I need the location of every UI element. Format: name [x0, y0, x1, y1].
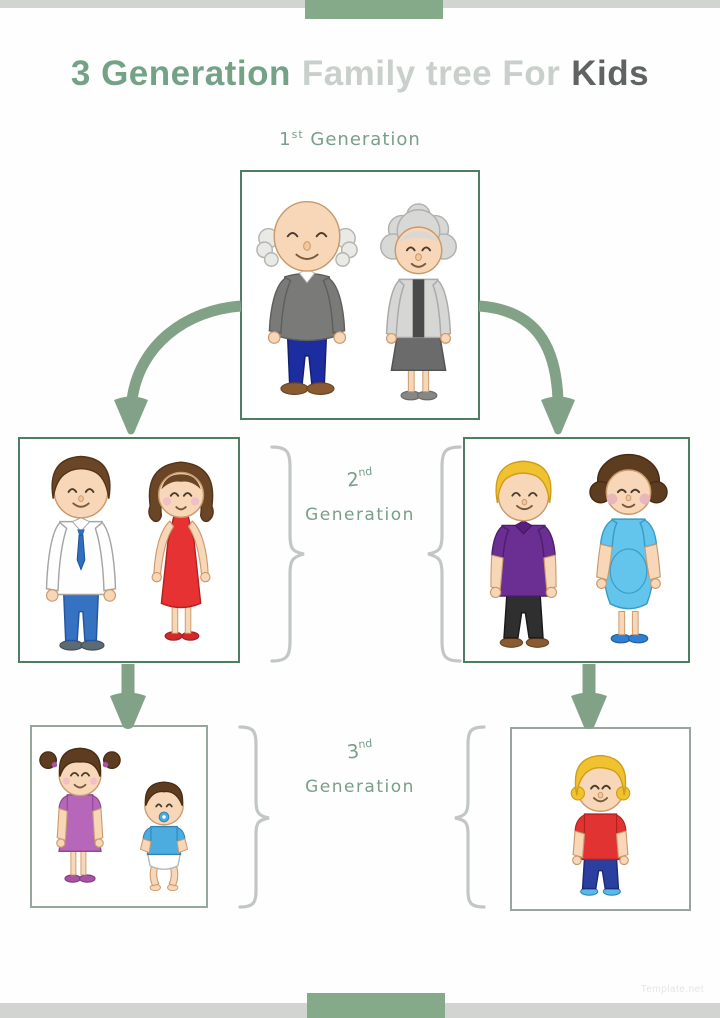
- father-illustration: [45, 455, 116, 651]
- curved-arrow-right: [478, 300, 564, 401]
- watermark: Template.net: [640, 984, 704, 995]
- generation2-right-box: [463, 437, 690, 663]
- poster-title: 3 Generation Family tree For Kids: [0, 54, 720, 94]
- title-segment-1: 3 Generation: [70, 54, 291, 93]
- gen3-label-number: 3nd: [299, 734, 421, 769]
- generation3-right-box: [510, 727, 691, 911]
- uncle-illustration: [489, 460, 557, 648]
- curved-arrow-left: [126, 300, 242, 401]
- generation1-box: [240, 170, 480, 420]
- gen1-label-ordinal: st: [291, 128, 304, 141]
- boy-illustration: [570, 754, 631, 896]
- grandfather-illustration: [255, 200, 358, 395]
- gen2-label-number: 2nd: [299, 462, 421, 497]
- title-segment-3: Kids: [571, 54, 650, 93]
- generation2-left-box: [18, 437, 240, 663]
- girl-illustration: [39, 747, 121, 883]
- bottom-accent-tab: [307, 993, 445, 1018]
- mother-illustration: [147, 461, 214, 641]
- gen1-label-number: 1: [279, 129, 292, 150]
- gen1-label-word: Generation: [310, 129, 421, 150]
- gen1-label: 1st Generation: [230, 128, 470, 150]
- gen2-label: 2nd Generation: [300, 465, 420, 526]
- curved-arrow-left-head: [114, 396, 148, 435]
- gen3-ordinal-text: nd: [357, 736, 373, 752]
- gen3-label-word: Generation: [305, 777, 415, 798]
- grandmother-illustration: [379, 203, 457, 401]
- gen2-ordinal-text: nd: [357, 464, 373, 480]
- top-accent-tab: [305, 0, 443, 19]
- gen2-label-word: Generation: [305, 505, 415, 526]
- down-arrow-left-head: [110, 692, 146, 729]
- generation3-left-box: [30, 725, 208, 908]
- gen3-label: 3nd Generation: [300, 737, 420, 798]
- down-arrow-right-head: [571, 692, 607, 729]
- baby-illustration: [139, 781, 189, 892]
- gen3-brace-right: [454, 725, 486, 909]
- title-segment-2: Family tree For: [301, 54, 561, 93]
- curved-arrow-right-head: [541, 396, 575, 435]
- aunt-illustration: [588, 453, 668, 644]
- gen3-brace-left: [238, 725, 270, 909]
- gen2-brace-right: [427, 445, 462, 663]
